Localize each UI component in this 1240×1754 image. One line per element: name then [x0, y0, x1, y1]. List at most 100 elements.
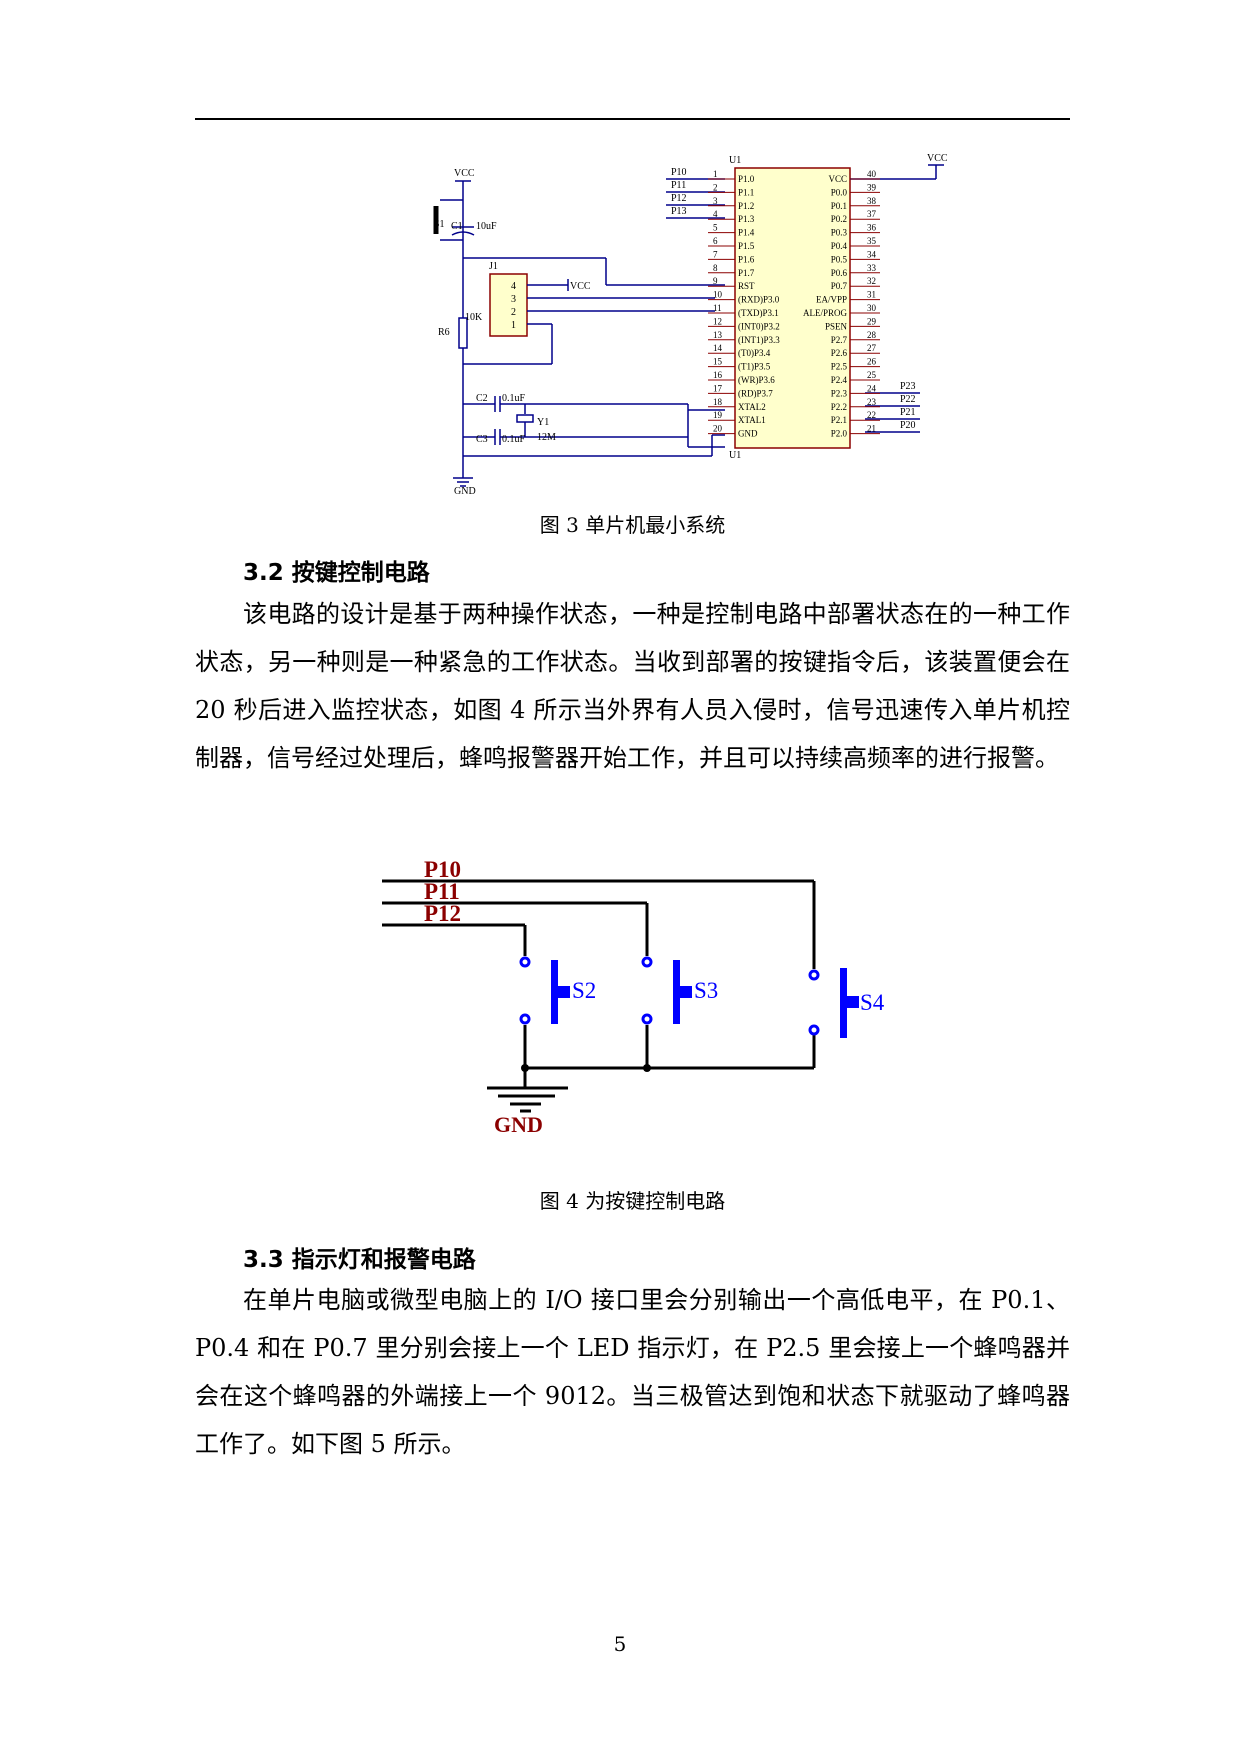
mcu-right-pin-number: 36 — [867, 223, 877, 233]
mcu-right-pin-number: 39 — [867, 182, 877, 192]
mcu-left-pin-number: 4 — [713, 209, 718, 219]
c1-label: C1 — [451, 221, 463, 232]
mcu-left-pin-name: P1.4 — [738, 228, 755, 238]
mcu-left-pin-name: (T1)P3.5 — [738, 362, 771, 372]
mcu-left-pin-name: P1.1 — [738, 187, 754, 197]
mcu-right-pin-number: 28 — [867, 330, 877, 340]
mcu-left-pin-name: P1.3 — [738, 214, 755, 224]
mcu-right-pin-number: 22 — [867, 410, 876, 420]
mcu-left-pin-number: 6 — [713, 236, 718, 246]
mcu-right-pin-name: P2.0 — [831, 429, 848, 439]
mcu-right-pin-number: 34 — [867, 249, 877, 259]
mcu-left-pin-name: (RXD)P3.0 — [738, 295, 780, 305]
mcu-left-pin-name: XTAL2 — [738, 402, 766, 412]
switch-s4-plunger — [840, 968, 847, 1038]
net-label: P11 — [671, 180, 686, 191]
net-label: P23 — [900, 381, 916, 392]
mcu-right-pin-name: P0.5 — [831, 254, 848, 264]
mcu-right-pin-name: P0.2 — [831, 214, 847, 224]
switch-label: S3 — [694, 978, 718, 1003]
mcu-left-pin-number: 15 — [713, 357, 723, 367]
mcu-left-pin-number: 17 — [713, 383, 723, 393]
c3-value: 0.1uF — [502, 434, 526, 445]
net-label: P21 — [900, 407, 916, 418]
mcu-right-pin-number: 27 — [867, 343, 877, 353]
mcu-left-pin-name: XTAL1 — [738, 415, 766, 425]
mcu-left-pin-name: P1.2 — [738, 201, 754, 211]
mcu-left-pin-number: 10 — [713, 290, 723, 300]
mcu-right-pin-number: 26 — [867, 357, 877, 367]
mcu-left-pin-number: 12 — [713, 316, 722, 326]
mcu-right-pin-number: 31 — [867, 290, 876, 300]
mcu-right-pin-name: P2.7 — [831, 335, 848, 345]
mcu-right-pin-number: 33 — [867, 263, 877, 273]
gnd-label: GND — [454, 486, 476, 497]
u1-label-bottom: U1 — [729, 450, 741, 461]
mcu-right-pin-name: ALE/PROG — [803, 308, 848, 318]
mcu-right-pin-name: P0.1 — [831, 201, 847, 211]
c2-value: 0.1uF — [502, 393, 526, 404]
mcu-left-pin-number: 3 — [713, 196, 718, 206]
mcu-left-pin-name: GND — [738, 429, 758, 439]
mcu-left-pin-number: 8 — [713, 263, 718, 273]
mcu-left-pin-name: (INT0)P3.2 — [738, 321, 780, 331]
mcu-left-pin-number: 1 — [713, 169, 718, 179]
mcu-right-pin-number: 40 — [867, 169, 877, 179]
mcu-left-pin-number: 11 — [713, 303, 722, 313]
mcu-left-pin-name: P1.5 — [738, 241, 755, 251]
mcu-left-pin-name: (TXD)P3.1 — [738, 308, 779, 318]
mcu-right-pin-number: 35 — [867, 236, 877, 246]
vcc-label: VCC — [454, 168, 475, 179]
figure3-caption: 图 3 单片机最小系统 — [539, 513, 726, 537]
net-label: P10 — [424, 857, 461, 882]
y1-value: 12M — [537, 432, 556, 443]
mcu-right-pin-name: P0.4 — [831, 241, 848, 251]
r6-value: 10K — [465, 312, 483, 323]
mcu-left-pin-number: 19 — [713, 410, 723, 420]
mcu-left-pin-number: 16 — [713, 370, 723, 380]
mcu-left-pin-name: P1.6 — [738, 254, 755, 264]
mcu-right-pin-number: 23 — [867, 397, 877, 407]
mcu-right-pin-number: 29 — [867, 316, 877, 326]
mcu-left-pin-number: 18 — [713, 397, 723, 407]
mcu-right-pin-name: P2.5 — [831, 362, 848, 372]
net-label: P12 — [424, 901, 461, 926]
mcu-right-pin-number: 30 — [867, 303, 877, 313]
net-label: P13 — [671, 206, 687, 217]
switch-label: S4 — [860, 990, 885, 1015]
mcu-left-pin-number: 2 — [713, 182, 718, 192]
j1-pin-3: 3 — [511, 294, 516, 305]
mcu-right-pin-number: 37 — [867, 209, 877, 219]
switch-s2-plunger — [551, 960, 558, 1024]
mcu-right-pin-name: P0.3 — [831, 228, 848, 238]
net-label: P20 — [900, 420, 916, 431]
mcu-right-pin-name: PSEN — [825, 321, 848, 331]
mcu-left-pin-number: 13 — [713, 330, 723, 340]
r6-label: R6 — [438, 327, 450, 338]
mcu-right-pin-number: 32 — [867, 276, 876, 286]
c2-label: C2 — [476, 393, 488, 404]
mcu-right-pin-name: P2.1 — [831, 415, 847, 425]
c3-label: C3 — [476, 434, 488, 445]
vcc-label-right: VCC — [927, 153, 948, 164]
mcu-left-pin-number: 20 — [713, 424, 723, 434]
net-label: P10 — [671, 167, 687, 178]
s1-label: S1 — [434, 219, 445, 230]
mcu-right-pin-number: 25 — [867, 370, 877, 380]
mcu-right-pin-name: P0.6 — [831, 268, 848, 278]
gnd-label: GND — [494, 1112, 543, 1137]
mcu-left-pin-name: RST — [738, 281, 755, 291]
j1-pin-1: 1 — [511, 320, 516, 331]
mcu-right-pin-name: P0.0 — [831, 187, 848, 197]
mcu-left-pin-name: P1.7 — [738, 268, 755, 278]
mcu-right-pin-number: 24 — [867, 383, 877, 393]
mcu-right-pin-name: P2.6 — [831, 348, 848, 358]
header-rule — [195, 118, 1070, 120]
net-label: P11 — [424, 879, 460, 904]
mcu-right-pin-number: 38 — [867, 196, 877, 206]
page-number: 5 — [613, 1632, 627, 1656]
y1-label: Y1 — [537, 417, 549, 428]
mcu-right-pin-name: P2.2 — [831, 402, 847, 412]
mcu-right-pin-name: P2.4 — [831, 375, 848, 385]
mcu-right-pin-name: P0.7 — [831, 281, 848, 291]
